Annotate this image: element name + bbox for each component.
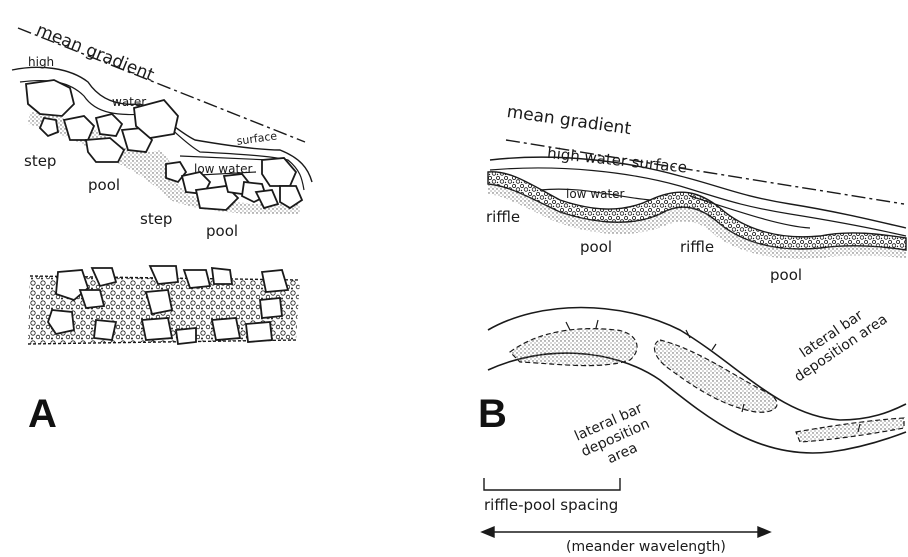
panel-a-water-label: water bbox=[112, 96, 146, 108]
panel-b-pool-label-2: pool bbox=[770, 268, 802, 283]
panel-a-pool-label-1: pool bbox=[88, 178, 120, 193]
panel-a-high-label: high bbox=[28, 56, 54, 68]
panel-a-letter: A bbox=[28, 394, 57, 434]
panel-b-riffle-label-1: riffle bbox=[486, 210, 520, 225]
riffle-pool-spacing-label: riffle-pool spacing bbox=[484, 498, 618, 513]
panel-a-low-water-label: low water bbox=[194, 163, 253, 175]
panel-b-pool-label-1: pool bbox=[580, 240, 612, 255]
meander-wavelength-label: (meander wavelength) bbox=[566, 540, 726, 554]
panel-a-plan-view bbox=[28, 266, 300, 344]
riffle-pool-spacing-bracket bbox=[484, 478, 620, 490]
panel-b-low-water-label: low water bbox=[566, 188, 625, 200]
panel-b-letter: B bbox=[478, 394, 507, 434]
meander-wavelength-arrow bbox=[482, 527, 770, 537]
panel-b-riffle-label-2: riffle bbox=[680, 240, 714, 255]
panel-a-pool-label-2: pool bbox=[206, 224, 238, 239]
panel-a-step-label-1: step bbox=[24, 154, 56, 169]
panel-a-step-label-2: step bbox=[140, 212, 172, 227]
